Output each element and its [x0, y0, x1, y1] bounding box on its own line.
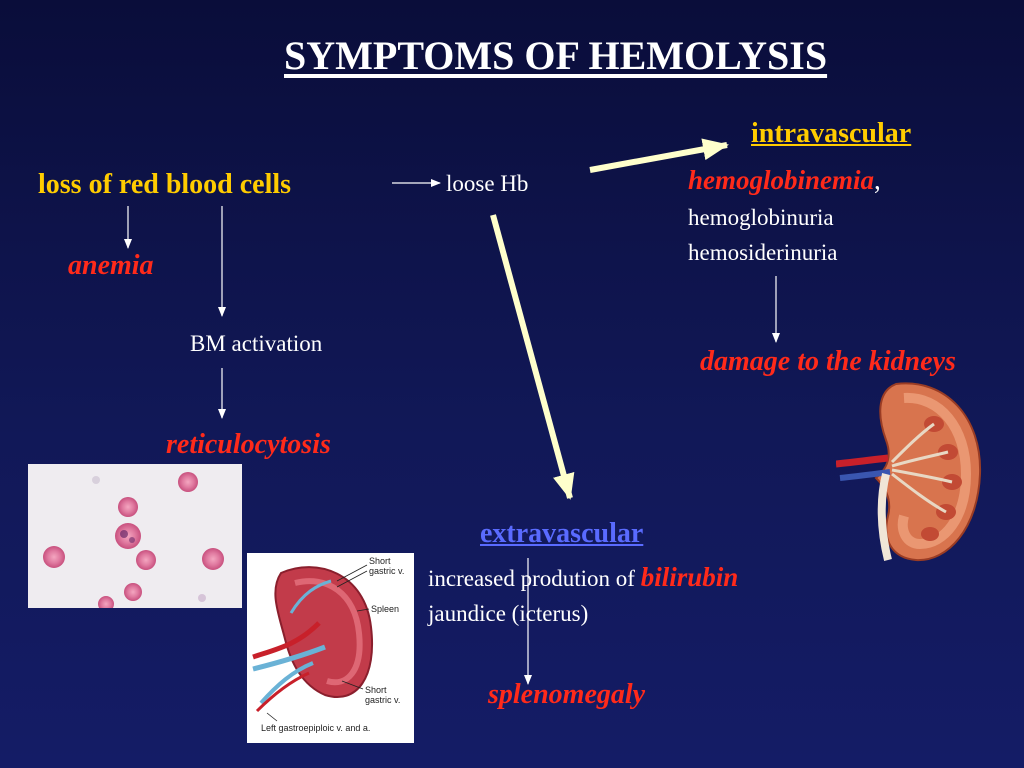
node-damage-to-kidneys: damage to the kidneys	[700, 346, 956, 377]
kidney-illustration	[836, 378, 986, 564]
node-jaundice: jaundice (icterus)	[428, 601, 589, 626]
node-hemoglobinuria: hemoglobinuria	[688, 205, 834, 230]
label-short-gastric-bottom-1: Short	[365, 685, 387, 695]
label-short-gastric-top-1: Short	[369, 556, 391, 566]
label-spleen: Spleen	[371, 604, 400, 614]
hemoglobinemia-comma: ,	[874, 165, 881, 195]
node-loose-hb: loose Hb	[446, 171, 529, 196]
node-splenomegaly: splenomegaly	[488, 679, 646, 710]
increased-production-text: increased prodution of	[428, 566, 641, 591]
node-anemia: anemia	[68, 250, 154, 281]
blood-smear-image	[28, 464, 242, 608]
hemoglobinemia-text: hemoglobinemia	[688, 165, 875, 195]
label-left-gastroepiploic: Left gastroepiploic v. and a.	[261, 723, 371, 733]
label-short-gastric-bottom-2: gastric v.	[365, 695, 401, 705]
node-hemoglobinemia-line: hemoglobinemia,	[688, 165, 881, 196]
node-intravascular[interactable]: intravascular	[751, 118, 912, 149]
node-increased-bilirubin-line: increased prodution of bilirubin	[428, 562, 738, 593]
node-loss-of-red-blood-cells: loss of red blood cells	[38, 169, 292, 200]
bilirubin-text: bilirubin	[640, 562, 739, 592]
node-reticulocytosis: reticulocytosis	[166, 429, 331, 460]
arrow-hb-to-intravascular	[589, 138, 729, 173]
node-extravascular[interactable]: extravascular	[480, 518, 644, 549]
arrow-hb-to-extravascular	[490, 214, 575, 500]
node-bm-activation: BM activation	[190, 331, 323, 356]
label-short-gastric-top-2: gastric v.	[369, 566, 405, 576]
slide-title: SYMPTOMS OF HEMOLYSIS	[284, 33, 828, 78]
node-hemosiderinuria: hemosiderinuria	[688, 240, 838, 265]
spleen-illustration: Short gastric v. Spleen Short gastric v.…	[247, 553, 414, 743]
